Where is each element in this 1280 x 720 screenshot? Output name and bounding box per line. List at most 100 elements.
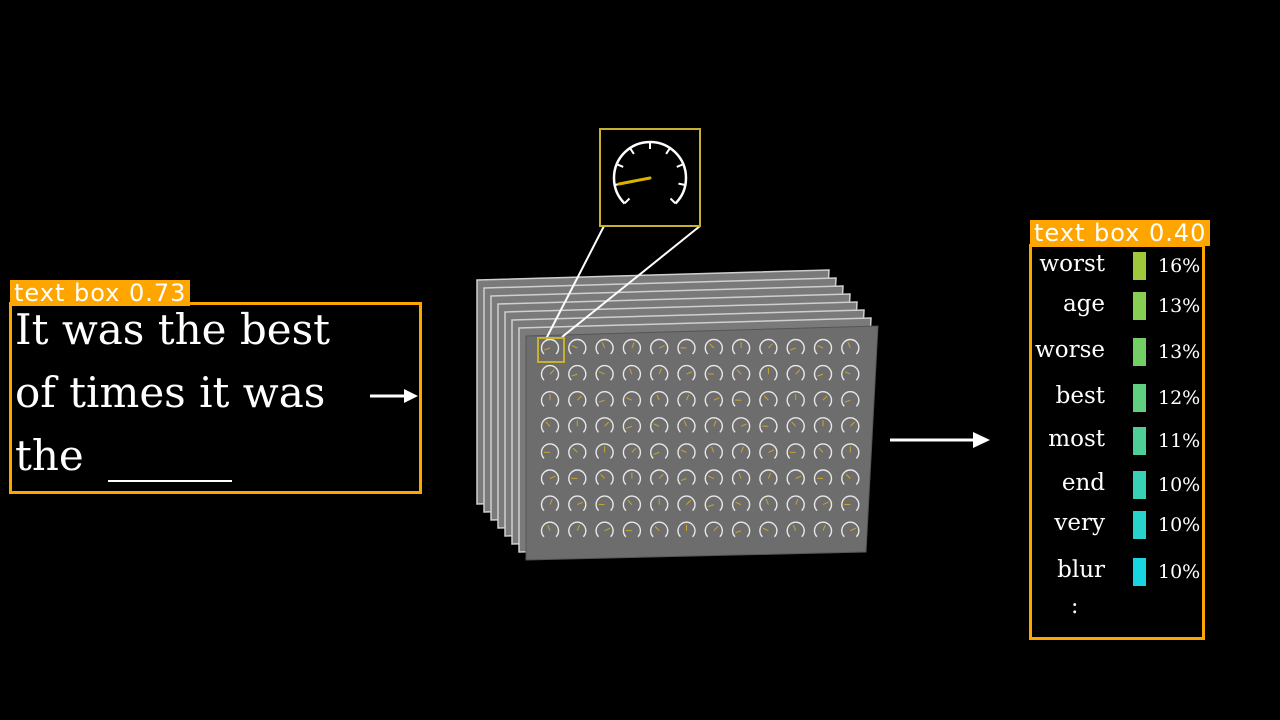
dial-icon — [599, 128, 701, 227]
dial — [813, 417, 833, 433]
prediction-percent: 13% — [1158, 341, 1201, 363]
dial — [568, 417, 587, 433]
dial — [813, 391, 833, 407]
prediction-word: age — [1062, 291, 1105, 317]
output-detection-box — [1029, 244, 1205, 640]
dial — [622, 469, 642, 486]
dial — [841, 521, 860, 538]
dial — [622, 417, 642, 433]
dial — [622, 364, 642, 381]
dial — [650, 443, 669, 459]
dial — [786, 443, 805, 459]
dial — [759, 391, 778, 407]
prediction-bar — [1133, 558, 1146, 586]
prediction-word: worst — [1039, 251, 1105, 277]
dial — [704, 521, 723, 538]
dial — [540, 417, 560, 433]
dial — [677, 495, 696, 512]
dial — [622, 338, 642, 355]
dial — [540, 364, 560, 381]
dial — [568, 391, 587, 407]
dial — [704, 469, 723, 486]
dial — [595, 469, 614, 486]
dial — [704, 338, 723, 355]
dial — [704, 417, 723, 433]
dial — [622, 443, 642, 459]
zoom-line-left — [545, 225, 605, 340]
prediction-percent: 10% — [1158, 514, 1201, 536]
dial — [540, 521, 560, 538]
dial — [731, 521, 751, 538]
dial — [540, 338, 560, 355]
dial — [731, 391, 751, 407]
dial — [595, 364, 614, 381]
network-layer — [525, 325, 879, 561]
dial — [731, 338, 751, 355]
dial — [841, 469, 860, 486]
dial — [731, 443, 751, 459]
dial — [786, 521, 805, 538]
network-layers — [476, 269, 879, 561]
dial — [841, 391, 860, 407]
prediction-bar — [1133, 471, 1146, 499]
prediction-word: best — [1055, 383, 1105, 409]
prediction-percent: 12% — [1158, 387, 1201, 409]
dial — [650, 338, 669, 355]
dial — [568, 521, 587, 538]
dial — [622, 391, 642, 407]
dial — [841, 417, 860, 433]
prediction-bar — [1133, 338, 1146, 366]
output-detection-label: text box 0.40 — [1030, 220, 1211, 246]
dial — [595, 495, 614, 512]
input-detection-label: text box 0.73 — [10, 280, 191, 306]
dial — [650, 469, 669, 486]
dial — [759, 417, 778, 433]
dial — [677, 417, 696, 433]
dial — [704, 391, 723, 407]
input-line-1: It was the best — [15, 305, 331, 354]
input-detection-box — [9, 302, 422, 494]
more-indicator: : — [1071, 594, 1079, 619]
dial — [786, 391, 805, 407]
prediction-percent: 10% — [1158, 561, 1201, 583]
dial — [731, 469, 751, 486]
dial — [622, 521, 642, 538]
dial — [759, 338, 778, 355]
dial — [677, 469, 696, 486]
dial — [759, 364, 778, 381]
right-arrow-icon — [890, 432, 990, 448]
prediction-percent: 16% — [1158, 255, 1201, 277]
dial — [540, 443, 560, 459]
dial — [704, 443, 723, 459]
dial — [841, 495, 860, 512]
dial — [650, 364, 669, 381]
prediction-bar — [1133, 384, 1146, 412]
dial — [841, 443, 860, 459]
input-line-3: the — [15, 431, 84, 480]
dial — [731, 364, 751, 381]
dial — [813, 364, 833, 381]
dial — [677, 364, 696, 381]
dial — [759, 469, 778, 486]
prediction-bar — [1133, 252, 1146, 280]
dial — [731, 495, 751, 512]
dial — [813, 469, 833, 486]
input-line-2: of times it was — [15, 368, 326, 417]
prediction-word: worse — [1035, 337, 1105, 363]
dial — [595, 338, 614, 355]
dial — [650, 417, 669, 433]
dial-needle — [617, 176, 652, 186]
dial — [786, 469, 805, 486]
dial — [568, 364, 587, 381]
dial — [540, 391, 560, 407]
dial-grid — [540, 338, 860, 538]
dial — [568, 495, 587, 512]
dial — [677, 443, 696, 459]
dial — [786, 417, 805, 433]
dial — [841, 364, 860, 381]
prediction-word: blur — [1057, 557, 1105, 583]
prediction-percent: 11% — [1158, 430, 1201, 452]
dial — [677, 521, 696, 538]
dial — [786, 338, 805, 355]
